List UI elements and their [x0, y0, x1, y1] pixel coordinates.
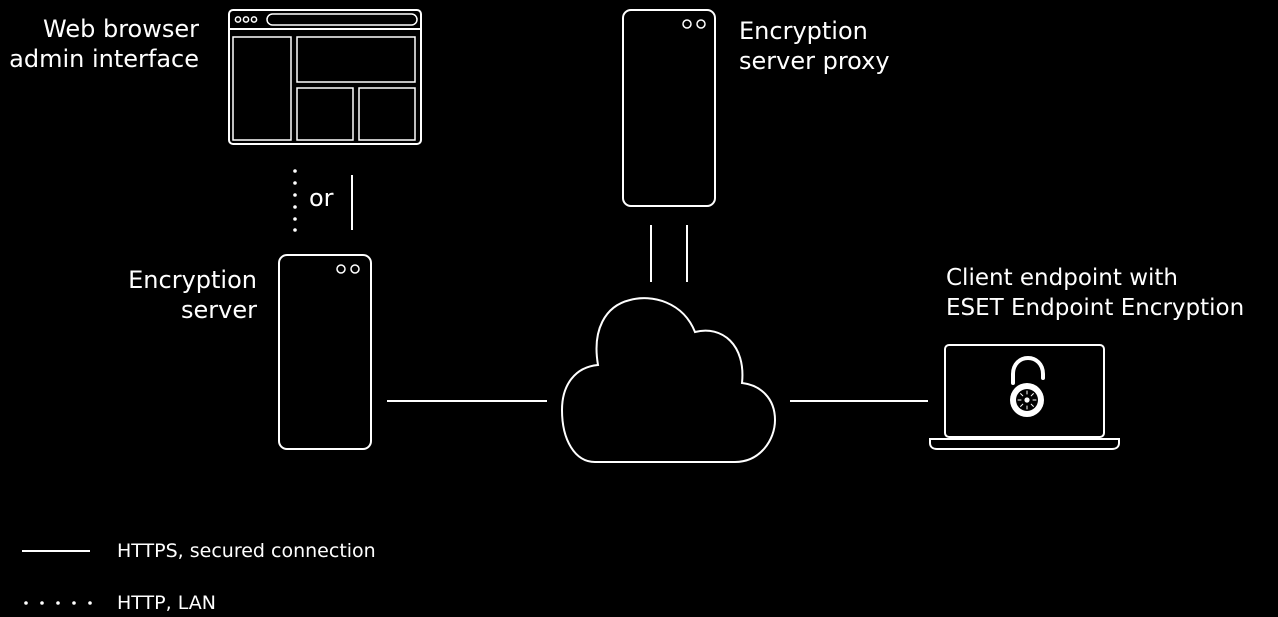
proxy-label-line-1: Encryption: [739, 17, 868, 45]
unlocked-lock-icon: [1010, 355, 1045, 417]
encryption-server-label: Encryption server: [128, 265, 257, 325]
legend-dotted-line: [24, 601, 92, 605]
cloud-icon: [560, 297, 777, 463]
encryption-server-label-line-1: Encryption: [128, 266, 257, 294]
browser-label-line-1: Web browser: [43, 15, 199, 43]
browser-label: Web browser admin interface: [9, 14, 199, 74]
encryption-server-label-line-2: server: [181, 296, 257, 324]
or-label: or: [309, 184, 334, 212]
dotted-connector: [293, 169, 297, 232]
client-label: Client endpoint with ESET Endpoint Encry…: [946, 263, 1244, 323]
laptop-icon: [929, 344, 1120, 450]
client-label-line-2: ESET Endpoint Encryption: [946, 295, 1245, 321]
browser-label-line-2: admin interface: [9, 45, 199, 73]
proxy-label-line-2: server proxy: [739, 47, 890, 75]
legend-http-label: HTTP, LAN: [117, 592, 216, 614]
encryption-server-device-icon: [278, 254, 372, 450]
legend-https-label: HTTPS, secured connection: [117, 540, 376, 562]
proxy-device-icon: [622, 9, 716, 207]
proxy-label: Encryption server proxy: [739, 16, 890, 76]
client-label-line-1: Client endpoint with: [946, 265, 1178, 291]
browser-window-icon: [228, 9, 422, 145]
